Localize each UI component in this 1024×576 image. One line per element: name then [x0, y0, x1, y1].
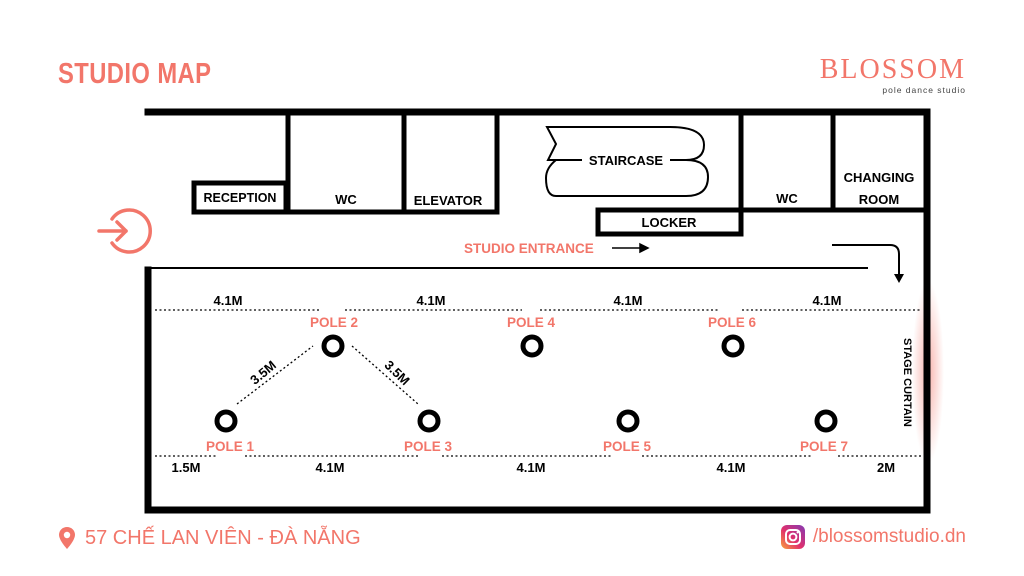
changing-room-label-line1: CHANGING	[844, 170, 915, 185]
pole-5-marker	[616, 409, 640, 433]
studio-entrance-label: STUDIO ENTRANCE	[464, 241, 594, 256]
distance-top-4: 4.1M	[813, 293, 842, 308]
changing-room-label-line2: ROOM	[859, 192, 899, 207]
studio-entrance-arrow-icon	[612, 242, 650, 254]
pole-2-label: POLE 2	[310, 315, 358, 330]
pole-7-label: POLE 7	[800, 439, 848, 454]
wc-right-label: WC	[776, 191, 798, 206]
pole-3-marker	[417, 409, 441, 433]
pole-3-label: POLE 3	[404, 439, 453, 454]
distance-bottom-2: 4.1M	[316, 460, 345, 475]
wc-right-room	[738, 112, 836, 213]
distance-top-3: 4.1M	[614, 293, 643, 308]
locker-label: LOCKER	[642, 215, 698, 230]
pole-6-marker	[721, 334, 745, 358]
poles	[214, 334, 838, 433]
entrance-icon	[97, 208, 152, 254]
brand-logo: BLOSSOM pole dance studio	[819, 54, 966, 96]
outer-walls	[144, 108, 931, 514]
distance-top-2: 4.1M	[417, 293, 446, 308]
pole-1-label: POLE 1	[206, 439, 255, 454]
pole-2-marker	[321, 334, 345, 358]
distance-diagonal-right: 3.5M	[382, 357, 413, 388]
distance-top-1: 4.1M	[214, 293, 243, 308]
pole-4-marker	[520, 334, 544, 358]
location-pin-icon	[59, 527, 75, 549]
pole-1-marker	[214, 409, 238, 433]
staircase-label: STAIRCASE	[589, 153, 663, 168]
pole-7-marker	[814, 409, 838, 433]
pole-4-label: POLE 4	[507, 315, 556, 330]
reception-label: RECEPTION	[204, 191, 277, 205]
distance-bottom-5: 2M	[877, 460, 895, 475]
instagram-handle-text: /blossomstudio.dn	[812, 526, 966, 547]
instagram-handle[interactable]: /blossomstudio.dn	[780, 525, 966, 549]
wc-left-label: WC	[335, 192, 357, 207]
brand-name: BLOSSOM	[819, 54, 966, 85]
dimension-lines	[155, 309, 922, 457]
address: 57 CHẾ LAN VIÊN - ĐÀ NẴNG	[58, 526, 361, 550]
elevator-room	[404, 112, 500, 215]
staircase	[544, 126, 710, 197]
room-walls	[191, 112, 927, 237]
staircase-label-bg	[582, 151, 670, 169]
locker-room	[595, 207, 744, 237]
elevator-label: ELEVATOR	[414, 193, 483, 208]
pole-6-label: POLE 6	[708, 315, 757, 330]
pole-5-label: POLE 5	[603, 439, 652, 454]
distance-bottom-3: 4.1M	[517, 460, 546, 475]
distance-diagonal-left: 3.5M	[247, 358, 279, 388]
brand-tagline: pole dance studio	[882, 85, 966, 95]
stage-curtain-label: STAGE CURTAIN	[901, 338, 913, 427]
wc-left-room	[285, 112, 407, 215]
instagram-icon	[780, 525, 805, 549]
door-arrow-icon	[832, 244, 904, 283]
page-title: STUDIO MAP	[58, 58, 212, 90]
distance-bottom-4: 4.1M	[717, 460, 746, 475]
address-text: 57 CHẾ LAN VIÊN - ĐÀ NẴNG	[85, 526, 361, 549]
distance-bottom-1: 1.5M	[172, 460, 201, 475]
